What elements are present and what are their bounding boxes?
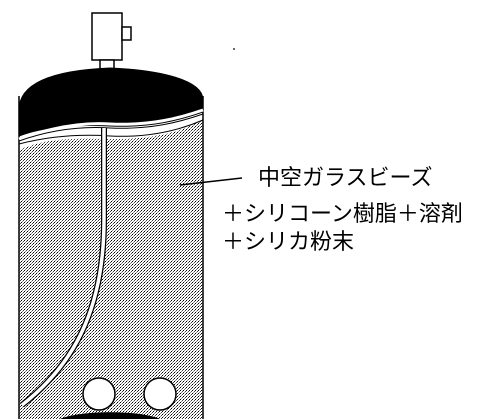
annotation-line-1: 中空ガラスビーズ bbox=[258, 166, 433, 191]
stirring-balls bbox=[82, 377, 177, 411]
mixture-fill bbox=[19, 118, 203, 419]
valve-actuator bbox=[91, 12, 132, 70]
can-body bbox=[18, 96, 204, 419]
annotation-line-2: ＋シリコーン樹脂＋溶剤 bbox=[222, 202, 463, 227]
leader-line bbox=[179, 177, 243, 186]
ball-2 bbox=[143, 377, 177, 411]
dip-tube bbox=[20, 128, 107, 408]
can-bottom bbox=[60, 412, 160, 419]
ball-1 bbox=[82, 377, 116, 411]
stray-dot bbox=[233, 48, 235, 50]
can-dome bbox=[18, 67, 204, 145]
annotation-line-3: ＋シリカ粉末 bbox=[222, 230, 355, 255]
